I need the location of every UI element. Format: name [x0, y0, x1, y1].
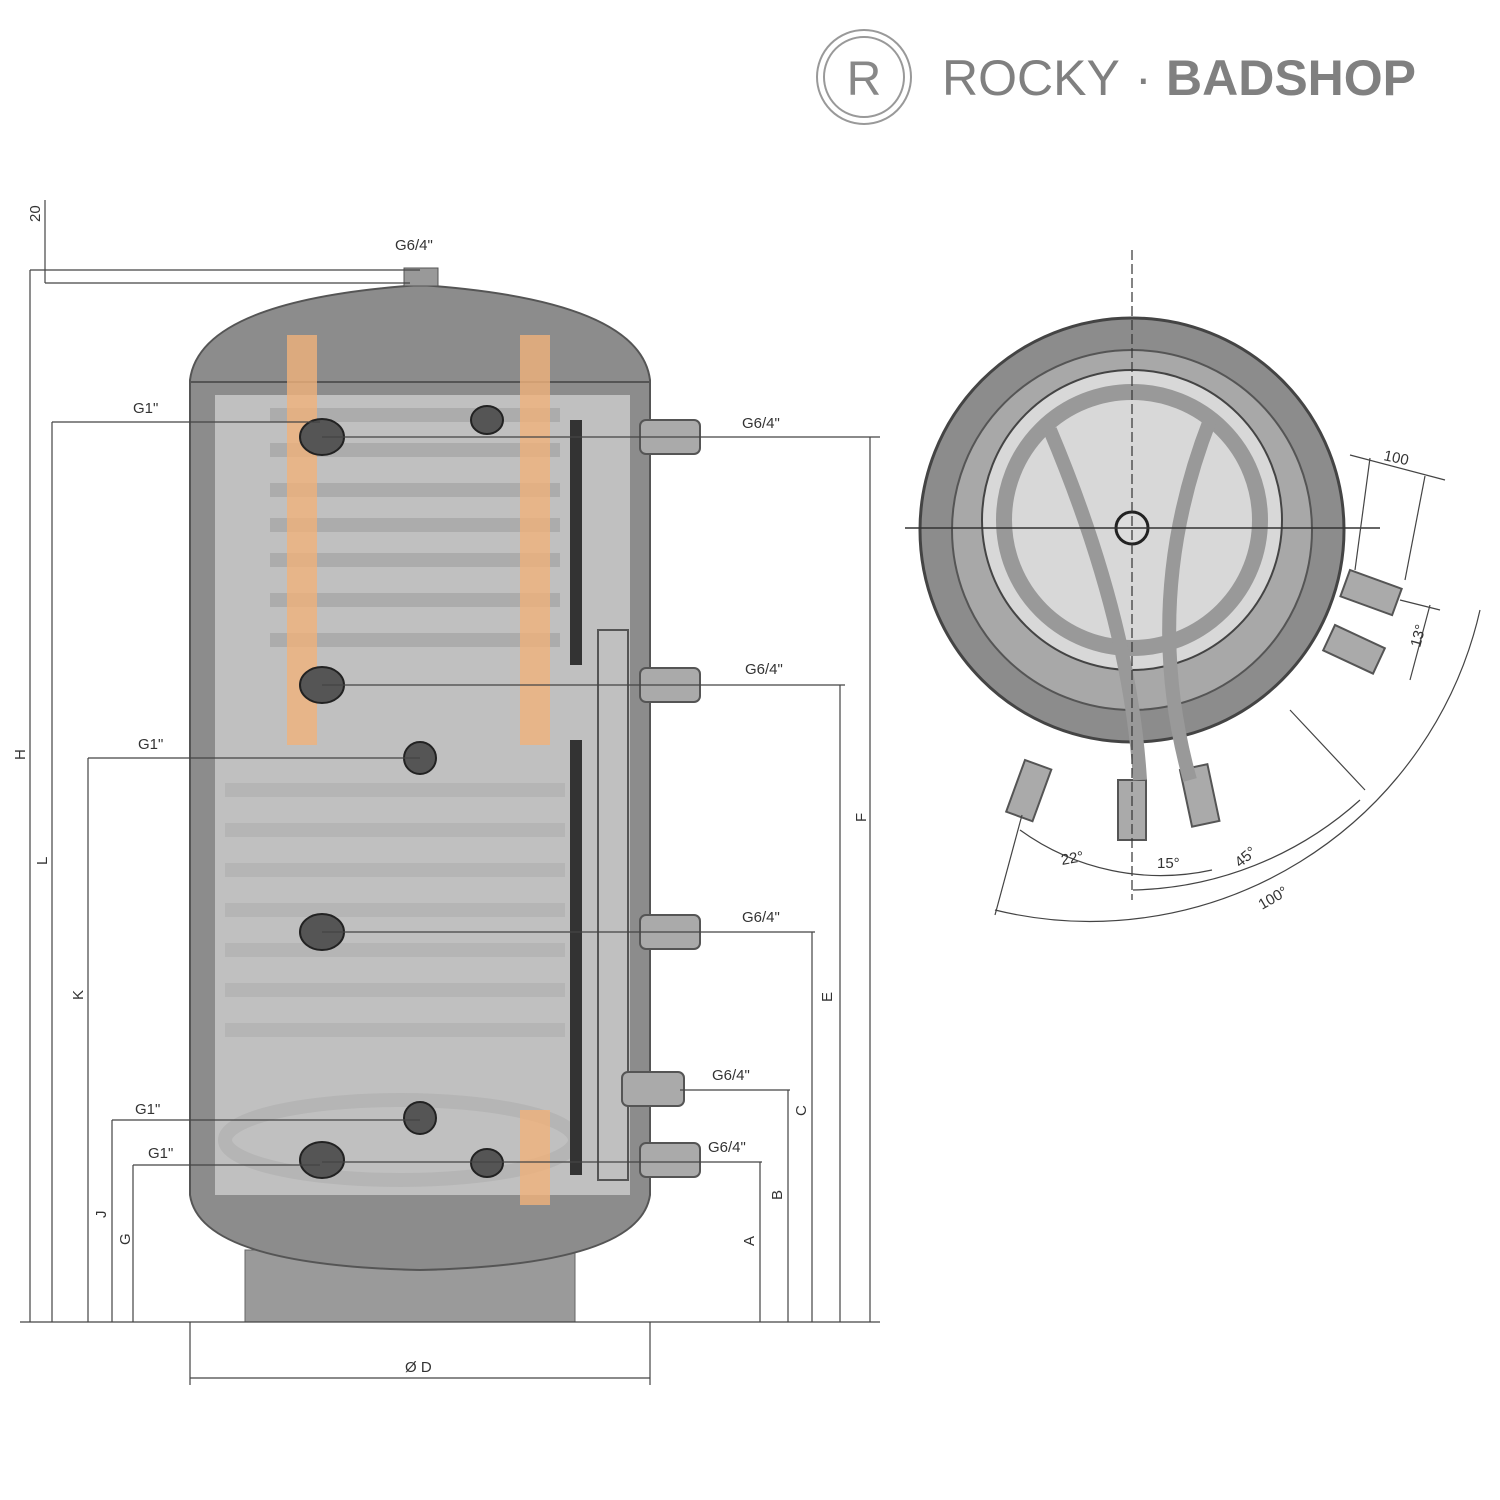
right-connection-label: G6/4" [742, 909, 780, 926]
lower-coil [218, 783, 582, 1187]
diameter-label: Ø D [405, 1359, 432, 1376]
logo-letter: R [847, 53, 882, 106]
dimension-lines [20, 200, 880, 1385]
coil-spacer-right [520, 335, 550, 745]
top-offset-label: 20 [27, 205, 44, 222]
left-connection-label: G1" [135, 1101, 160, 1118]
right-connection-label: G6/4" [708, 1139, 746, 1156]
coil-spacer-bottom [520, 1110, 550, 1205]
dimension-c-label: C [793, 1105, 810, 1116]
dimension-f-label: F [853, 813, 870, 822]
tank-top-view [905, 250, 1403, 900]
left-connection-label: G1" [138, 736, 163, 753]
nozzle-length-label: 100 [1382, 447, 1410, 469]
dimension-h-label: H [12, 749, 29, 760]
angle-100-label: 100° [1256, 883, 1291, 913]
logo-separator: · [1135, 50, 1152, 106]
top-connection-label: G6/4" [395, 237, 433, 254]
left-connection-label: G1" [148, 1145, 173, 1162]
logo-name-light: ROCKY [942, 50, 1120, 106]
dimension-j-label: J [93, 1211, 110, 1219]
angle-22-label: 22° [1060, 848, 1085, 869]
tank-side-view [189, 267, 701, 1323]
right-connection-label: G6/4" [745, 661, 783, 678]
logo-name-bold: BADSHOP [1166, 50, 1416, 106]
top-view-dimension-lines [994, 454, 1481, 923]
angle-45-label: 45° [1232, 843, 1260, 871]
angle-13-label: 13° [1407, 623, 1429, 649]
sensor-pocket-upper [570, 420, 582, 665]
upper-coil [270, 408, 560, 647]
top-nozzle [403, 267, 439, 287]
dimension-b-label: B [769, 1190, 786, 1200]
dimension-l-label: L [34, 857, 51, 865]
left-connection-label: G1" [133, 400, 158, 417]
dimension-k-label: K [70, 990, 87, 1000]
dimension-g-label: G [117, 1233, 134, 1245]
flange-plate [597, 629, 629, 1181]
dimension-a-label: A [741, 1236, 758, 1246]
brand-logo: R ROCKY · BADSHOP [816, 29, 1416, 125]
angle-15-label: 15° [1157, 855, 1180, 872]
right-connection-label: G6/4" [742, 415, 780, 432]
dimension-e-label: E [819, 992, 836, 1002]
logo-inner-ring [823, 36, 905, 118]
logo-outer-ring [816, 29, 912, 125]
sensor-pocket-lower [570, 740, 582, 1175]
top-view-coil-leads [1043, 417, 1217, 782]
right-connection-label: G6/4" [712, 1067, 750, 1084]
